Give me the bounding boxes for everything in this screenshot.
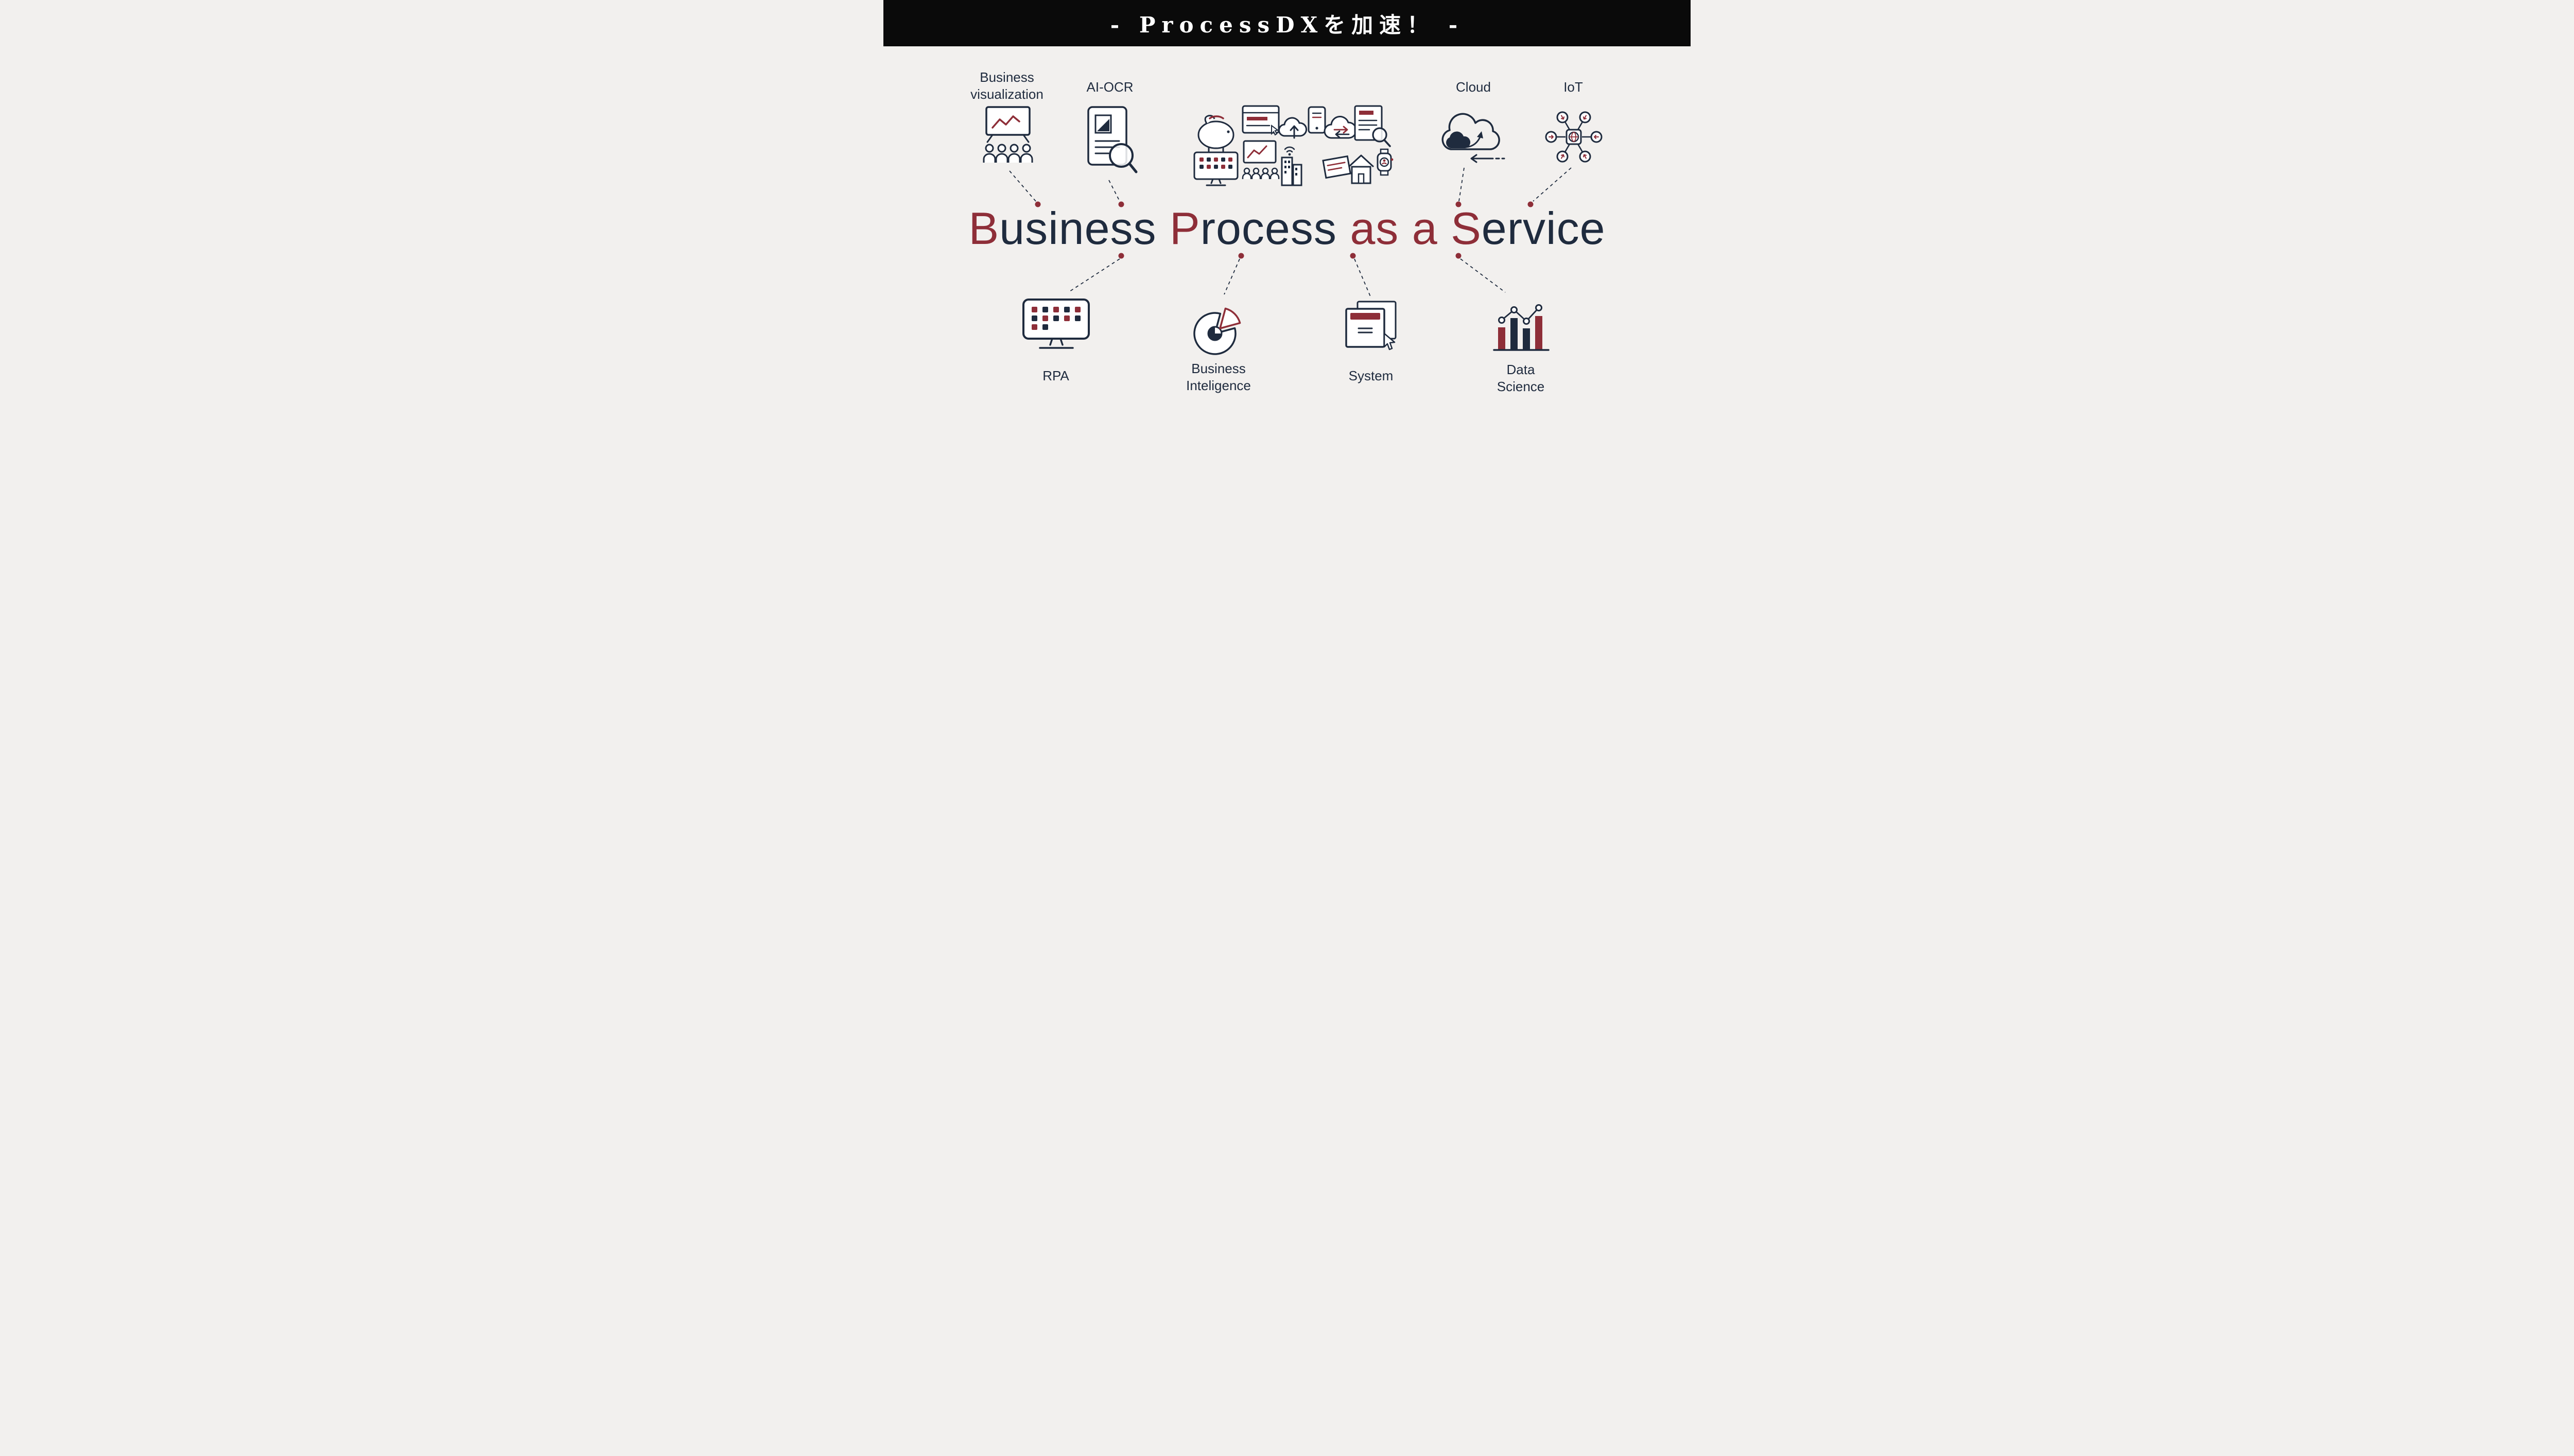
connector-line: [1009, 170, 1036, 202]
connector-dot: [1350, 253, 1356, 259]
title-segment: as a: [1350, 203, 1451, 254]
iot-icon: [1545, 107, 1603, 166]
desktop-grid-icon: [1193, 151, 1239, 186]
connector-dot: [1118, 201, 1124, 207]
title-segment: B: [968, 203, 1000, 254]
title-segment: ervice: [1481, 203, 1606, 254]
label-iot: IoT: [1563, 79, 1583, 95]
connector-overlay: [1009, 167, 1572, 297]
infographic-canvas: - ProcessDXを加速！ - Business visualization…: [883, 0, 1691, 428]
search-icon: [1372, 127, 1391, 147]
connector-dot: [1527, 201, 1534, 207]
connector-line: [1533, 167, 1572, 202]
magnifier-icon: [1109, 143, 1138, 173]
label-rpa: RPA: [1042, 368, 1069, 383]
piggy-bank-icon: [1197, 115, 1234, 153]
buildings-icon: [1281, 156, 1302, 186]
chart-window-icon: [1243, 140, 1277, 164]
label-business-visualization: Business visualization: [970, 69, 1043, 102]
connector-dot: [1455, 201, 1462, 207]
memo-icon: [1322, 155, 1351, 179]
title-segment: S: [1451, 203, 1482, 254]
connector-line: [1224, 258, 1240, 295]
connector-line: [1354, 258, 1371, 297]
system-icon: [1343, 299, 1400, 356]
label-cloud: Cloud: [1456, 79, 1491, 95]
title-segment: rocess: [1200, 203, 1350, 254]
dx-collage-illustration: [1191, 103, 1395, 189]
ai-ocr-icon: [1084, 104, 1138, 179]
audience-row: [983, 144, 1033, 163]
audience-icon: [1242, 167, 1280, 179]
connector-dot: [1035, 201, 1041, 207]
connector-dot: [1238, 253, 1244, 259]
data-science-icon: [1491, 296, 1552, 356]
business-intelligence-icon: [1190, 296, 1248, 358]
main-title: Business Process as a Service: [883, 203, 1691, 254]
connector-dot: [1118, 253, 1124, 259]
house-icon: [1348, 154, 1375, 184]
wifi-icon: [1284, 146, 1295, 156]
rpa-icon: [1021, 297, 1091, 353]
cloud-icon: [1435, 109, 1507, 167]
label-data-science: Data Science: [1497, 362, 1545, 395]
label-ai-ocr: AI-OCR: [1086, 79, 1134, 95]
title-segment: usiness: [999, 203, 1170, 254]
upload-cloud-icon: [1278, 117, 1307, 139]
title-segment: P: [1169, 203, 1201, 254]
sync-cloud-icon: [1324, 116, 1357, 139]
connector-line: [1069, 258, 1120, 292]
smartwatch-icon: [1377, 148, 1394, 176]
label-system: System: [1348, 368, 1394, 383]
connector-line: [1458, 167, 1465, 202]
tablet-icon: [1308, 106, 1326, 134]
business-visualization-icon: [972, 103, 1041, 170]
connector-line: [1460, 258, 1506, 293]
banner-title: - ProcessDXを加速！ -: [1110, 12, 1464, 38]
connector-dot: [1455, 253, 1462, 259]
top-banner: - ProcessDXを加速！ -: [883, 0, 1691, 46]
browser-window-icon: [1242, 105, 1280, 136]
connector-line: [1108, 180, 1120, 202]
label-business-intelligence: Business Inteligence: [1186, 361, 1251, 394]
